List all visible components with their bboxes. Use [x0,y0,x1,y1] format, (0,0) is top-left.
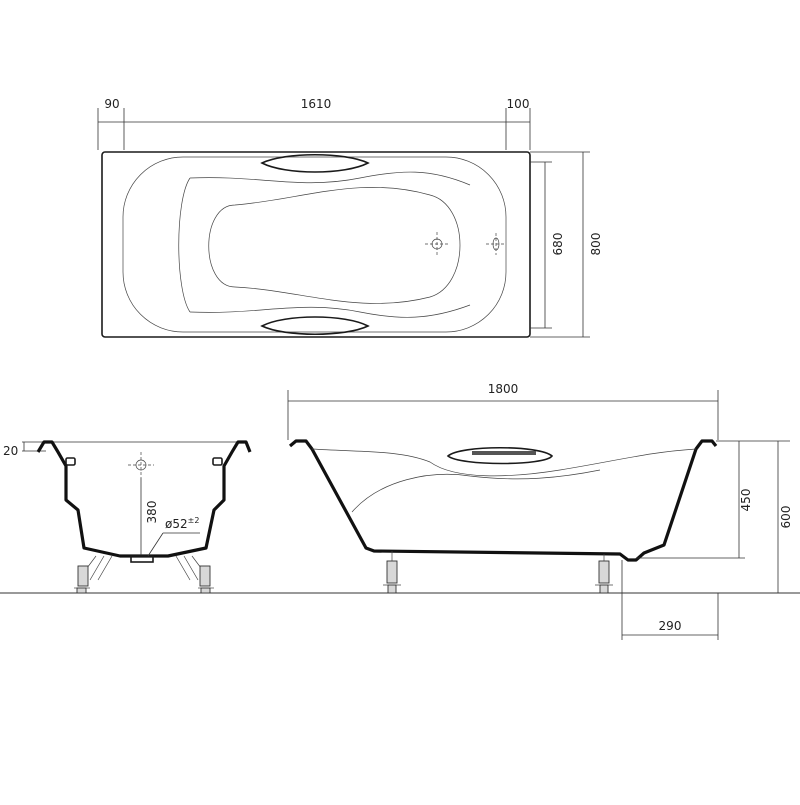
dim-total-height-label: 600 [779,506,793,529]
armrest-contour-left [178,177,191,313]
end-view: 20 380 ø52±2 [3,440,252,594]
drain-diameter-value: ø52 [165,517,188,531]
dim-total-length-label: 1800 [488,382,519,396]
overflow-symbol-icon [486,233,506,255]
drain-diameter-tolerance: ±2 [188,516,200,525]
overflow-right-icon [212,457,223,466]
side-view: 1800 450 600 290 [287,382,793,640]
handle-top [260,154,370,173]
handle-bottom [260,316,370,335]
side-view-leg-left [383,551,401,594]
end-view-tub-profile [36,440,252,558]
tub-bottom-contour [208,187,461,304]
dim-outer-width-label: 800 [589,233,603,256]
end-view-leg-left-inner [89,555,113,581]
dim-left-rim-label: 90 [104,97,119,111]
drain-diameter-label: ø52±2 [165,516,199,531]
overflow-left-icon [65,457,76,466]
side-view-leg-right [595,554,613,594]
dim-drain-height-label: 380 [145,501,159,524]
end-view-drain-symbol-icon [128,452,154,478]
drain-diameter-leader [147,532,164,557]
dim-inner-width-label: 680 [551,233,565,256]
armrest-contour-bottom [189,304,471,318]
tub-inner-basin [122,156,507,333]
side-view-handle-grip [472,451,536,455]
side-panel-wave [351,469,601,513]
drain-outlet [130,555,154,563]
side-panel-contour [311,448,697,477]
side-view-tub-profile [288,439,718,562]
dim-depth-label: 450 [739,489,753,512]
dim-rim-height-label: 20 [3,444,18,458]
tub-outer-rim [101,151,531,338]
end-view-leg-left [74,555,97,594]
end-view-leg-right-inner [175,555,199,581]
dim-right-rim-label: 100 [507,97,530,111]
end-view-leg-right [191,555,214,594]
dim-foot-offset-label: 290 [659,619,682,633]
armrest-contour-top [189,171,471,186]
top-view: 90 1610 100 680 [97,97,603,338]
dim-inner-length-label: 1610 [301,97,332,111]
drain-symbol-icon [425,232,449,256]
side-view-handle [446,447,554,465]
